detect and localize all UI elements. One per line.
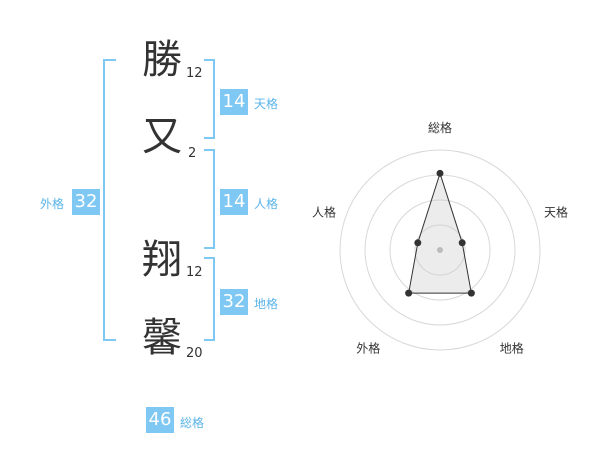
- chikaku-label: 地格: [254, 297, 279, 311]
- gaikaku-label: 外格: [40, 197, 65, 211]
- radar-axis-label-3: 地格: [500, 341, 524, 356]
- name-char-3: 翔: [142, 237, 182, 283]
- radar-polygon: [408, 171, 472, 294]
- radar-point-4: [405, 289, 413, 297]
- stroke-count-3: 12: [186, 265, 203, 280]
- radar-point-5: [414, 239, 422, 247]
- gaikaku-value: 32: [72, 189, 100, 215]
- radar-axis-label-4: 外格: [356, 341, 380, 356]
- radar-center: [437, 247, 443, 253]
- jinkaku-bracket: [204, 149, 215, 249]
- soukaku-value: 46: [146, 407, 174, 433]
- radar-ring-1: [414, 224, 466, 276]
- radar-axis-label-5: 人格: [312, 204, 336, 219]
- tenkaku-label: 天格: [254, 97, 279, 111]
- radar-ring-2: [389, 199, 491, 301]
- stroke-count-1: 12: [186, 66, 203, 81]
- chikaku-bracket: [204, 257, 215, 341]
- stroke-count-4: 20: [186, 346, 203, 361]
- name-char-4: 馨: [142, 315, 182, 361]
- gaikaku-bracket: [103, 59, 116, 341]
- radar-axis-label-2: 天格: [544, 204, 568, 219]
- stroke-count-2: 2: [188, 146, 197, 161]
- radar-ring-4: [339, 149, 541, 351]
- tenkaku-bracket: [204, 59, 215, 139]
- name-char-1: 勝: [142, 37, 182, 83]
- radar-point-3: [467, 289, 475, 297]
- chikaku-value: 32: [220, 289, 248, 315]
- soukaku-label: 総格: [180, 416, 205, 430]
- radar-point-1: [436, 169, 444, 177]
- tenkaku-value: 14: [220, 89, 248, 115]
- name-char-2: 又: [142, 114, 182, 160]
- radar-point-2: [458, 239, 466, 247]
- jinkaku-value: 14: [220, 189, 248, 215]
- jinkaku-label: 人格: [254, 197, 279, 211]
- radar-axis-label-1: 総格: [428, 120, 452, 135]
